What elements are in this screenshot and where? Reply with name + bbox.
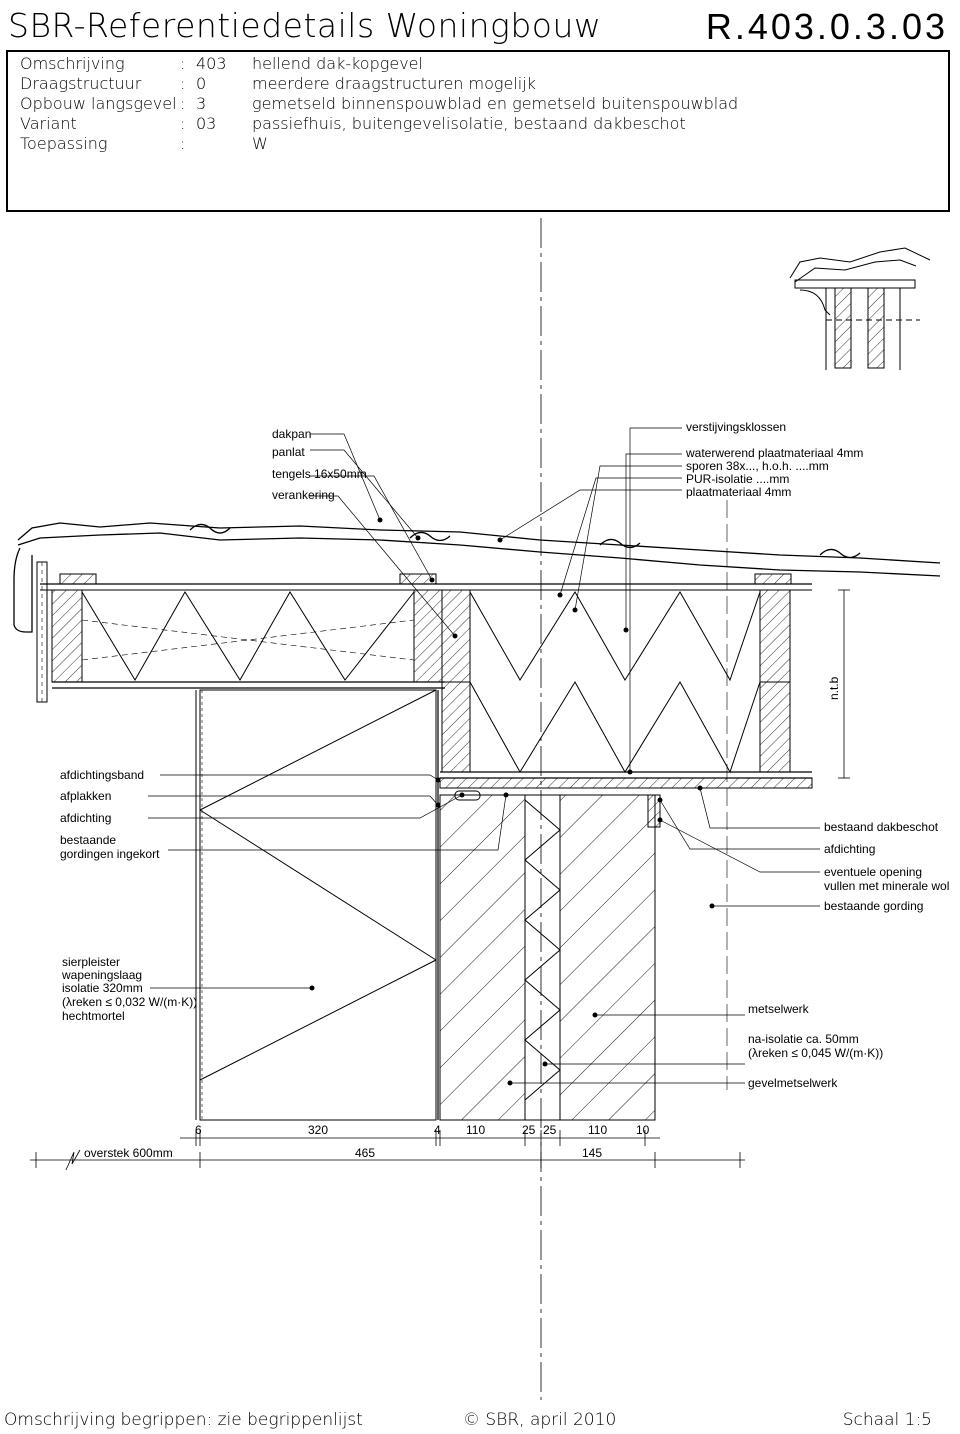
dimension-values: 6 320 4 110 25 25 110 10 overstek 600mm …: [84, 1123, 650, 1160]
existing-roof-boarding: [439, 777, 813, 789]
rafters: [51, 589, 791, 683]
dim-value: 4: [434, 1123, 441, 1137]
row-desc: meerdere draagstructuren mogelijk: [252, 74, 536, 93]
dim-value: 110: [466, 1123, 485, 1137]
label-bestaande-gording: bestaande gording: [824, 899, 923, 913]
document-title: SBR-Referentiedetails Woningbouw: [8, 6, 602, 45]
header-row: Opbouw langsgevel:3 gemetseld binnenspouw…: [20, 94, 738, 113]
ntb-label: n.t.b: [827, 676, 841, 700]
label-isolatie: isolatie 320mm: [62, 981, 143, 995]
label-sporen: sporen 38x..., h.o.h. ....mm: [686, 459, 829, 473]
row-desc: passiefhuis, buitengevelisolatie, bestaa…: [252, 114, 686, 133]
label-gordingen: gordingen ingekort: [60, 847, 160, 861]
label-plaatmateriaal: plaatmateriaal 4mm: [686, 485, 791, 499]
label-na-isolatie: na-isolatie ca. 50mm: [748, 1032, 859, 1046]
label-metselwerk: metselwerk: [748, 1002, 810, 1016]
label-hechtmortel: hechtmortel: [62, 1009, 125, 1023]
row-desc: gemetseld binnenspouwblad en gemetseld b…: [252, 94, 739, 113]
label-dakpan: dakpan: [272, 427, 311, 441]
label-lambda: (λreken ≤ 0,032 W/(m·K)): [62, 995, 197, 1009]
label-tengels: tengels 16x50mm: [272, 467, 367, 481]
row-num: 03: [196, 114, 217, 133]
rafter-lower: [759, 681, 791, 773]
row-colon: :: [180, 74, 186, 93]
row-num: 403: [196, 54, 227, 73]
dim-value: 320: [308, 1123, 328, 1137]
label-minerale-wol: vullen met minerale wol: [824, 879, 949, 893]
dim-value: 25: [522, 1123, 536, 1137]
label-bestaande: bestaande: [60, 833, 116, 847]
roof-tiles: [13, 522, 941, 633]
wall-insulation: [199, 689, 437, 1121]
leader-dots: [309, 517, 715, 1086]
label-panlat: panlat: [272, 445, 305, 459]
footer-scale: Schaal 1:5: [842, 1410, 932, 1430]
label-lambda-2: (λreken ≤ 0,045 W/(m·K)): [748, 1046, 883, 1060]
pur-insulation: [81, 591, 415, 681]
row-key: Opbouw langsgevel: [20, 94, 177, 113]
row-key: Omschrijving: [20, 54, 125, 73]
header-row: Omschrijving:403 hellend dak-kopgevel: [20, 54, 423, 73]
dim-value: overstek 600mm: [84, 1146, 173, 1160]
label-afdichting: afdichting: [60, 811, 111, 825]
row-desc: W: [252, 134, 268, 153]
detail-code: R.403.0.3.03: [705, 6, 948, 47]
dim-value: 465: [355, 1146, 375, 1160]
label-verstijvingsklossen: verstijvingsklossen: [686, 420, 786, 434]
dim-value: 145: [582, 1146, 602, 1160]
label-afdichting-right: afdichting: [824, 842, 875, 856]
label-wapeningslaag: wapeningslaag: [61, 968, 142, 982]
row-colon: :: [180, 134, 186, 153]
label-bestaand-dakbeschot: bestaand dakbeschot: [824, 820, 939, 834]
row-colon: :: [180, 94, 186, 113]
label-afplakken: afplakken: [60, 789, 111, 803]
header-row: Toepassing: W: [20, 134, 268, 153]
label-afdichtingsband: afdichtingsband: [60, 768, 144, 782]
battens: [59, 573, 792, 585]
row-num: 0: [196, 74, 207, 93]
row-key: Draagstructuur: [20, 74, 142, 93]
rafter-lower: [441, 681, 471, 773]
label-pur: PUR-isolatie ....mm: [686, 472, 789, 486]
pur-insulation: [469, 591, 761, 682]
dim-value: 6: [195, 1123, 202, 1137]
label-gevelmetselwerk: gevelmetselwerk: [748, 1076, 838, 1090]
row-colon: :: [180, 54, 186, 73]
key-plan: [789, 247, 931, 370]
footer-copyright: © SBR, april 2010: [463, 1410, 617, 1430]
leader-lines: [148, 427, 820, 1084]
label-sierpleister: sierpleister: [62, 955, 120, 969]
header-row: Variant:03 passiefhuis, buitengevelisolat…: [20, 114, 686, 133]
cavity-insulation: [524, 794, 561, 1121]
facade-masonry: [439, 794, 526, 1121]
header-row: Draagstructuur:0 meerdere draagstructuren…: [20, 74, 536, 93]
gable-board: [36, 561, 48, 703]
dim-value: 110: [588, 1123, 607, 1137]
dim-value: 10: [636, 1123, 650, 1137]
label-waterwerend: waterwerend plaatmateriaal 4mm: [685, 446, 863, 460]
row-key: Variant: [20, 114, 77, 133]
dimension-lines: [30, 1130, 745, 1171]
label-eventuele-opening: eventuele opening: [824, 865, 922, 879]
footer-description: Omschrijving begrippen: zie begrippenlij…: [4, 1410, 363, 1430]
row-num: 3: [196, 94, 207, 113]
row-colon: :: [180, 114, 186, 133]
inner-masonry: [559, 794, 656, 1121]
row-desc: hellend dak-kopgevel: [252, 54, 423, 73]
row-key: Toepassing: [20, 134, 108, 153]
dim-value: 25: [543, 1123, 557, 1137]
label-verankering: verankering: [272, 488, 335, 502]
